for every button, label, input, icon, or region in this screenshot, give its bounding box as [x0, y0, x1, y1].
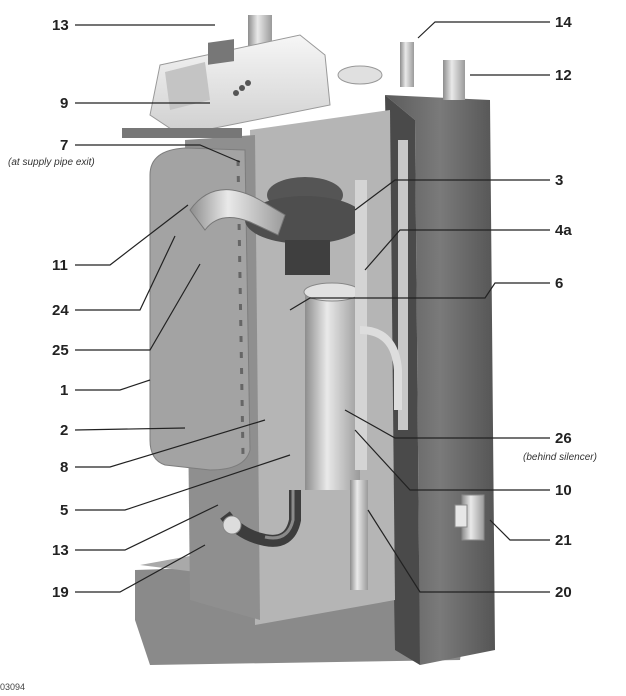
leader-10 — [354, 429, 550, 491]
gas-supply-pipe — [350, 480, 368, 590]
blower-neck — [285, 240, 330, 275]
leader-8 — [75, 419, 266, 468]
callout-12: 12 — [555, 67, 572, 84]
condensate-trap-hi — [264, 490, 295, 540]
loop-pipe — [359, 326, 402, 410]
callout-2: 2 — [60, 422, 68, 439]
leader-7 — [75, 144, 241, 163]
leader-3 — [354, 179, 550, 211]
figure-code: 03094 — [0, 682, 25, 692]
leader-19 — [75, 544, 206, 593]
callout-8: 8 — [60, 459, 68, 476]
leader-2 — [74, 427, 186, 431]
heat-exchanger-shell — [149, 147, 251, 471]
leader-25 — [75, 263, 201, 351]
control-button — [233, 90, 239, 96]
callout-14: 14 — [555, 14, 572, 31]
callout-13-top: 13 — [52, 17, 69, 34]
note-supply-pipe-exit: (at supply pipe exit) — [8, 157, 95, 168]
callout-19: 19 — [52, 584, 69, 601]
top-pipe-14 — [400, 42, 414, 87]
leader-20 — [367, 509, 550, 593]
callout-25: 25 — [52, 342, 69, 359]
callout-3: 3 — [555, 172, 563, 189]
leader-6 — [289, 282, 550, 311]
air-inlet-pipe — [189, 189, 286, 236]
callout-4a: 4a — [555, 222, 572, 239]
callout-26: 26 — [555, 430, 572, 447]
leader-26 — [344, 409, 550, 439]
callout-5: 5 — [60, 502, 68, 519]
flue-collar — [337, 65, 383, 85]
callout-10: 10 — [555, 482, 572, 499]
side-fitting-cap — [454, 504, 468, 528]
leader-21 — [489, 519, 550, 541]
control-mount-plate — [122, 128, 242, 138]
callout-7: 7 — [60, 137, 68, 154]
callout-6: 6 — [555, 275, 563, 292]
boiler-illustration — [122, 15, 495, 665]
callout-9: 9 — [60, 95, 68, 112]
leader-13-bottom — [75, 504, 219, 551]
callout-13-bottom: 13 — [52, 542, 69, 559]
vent-tube — [355, 180, 367, 470]
gas-tube — [398, 140, 408, 430]
callout-1: 1 — [60, 382, 68, 399]
drain-valve — [222, 515, 242, 535]
control-display — [208, 39, 234, 65]
callout-24: 24 — [52, 302, 69, 319]
callout-21: 21 — [555, 532, 572, 549]
leader-11 — [75, 204, 189, 266]
top-pipe-12 — [443, 60, 465, 100]
leader-lines — [74, 21, 550, 593]
leader-4a — [364, 229, 550, 271]
control-button — [239, 85, 245, 91]
control-panel-face — [165, 62, 210, 110]
silencer-pipe — [305, 290, 360, 490]
leader-5 — [75, 454, 291, 511]
leader-24 — [75, 235, 176, 311]
leader-1 — [75, 379, 151, 391]
note-behind-silencer: (behind silencer) — [523, 452, 597, 463]
callout-11: 11 — [52, 257, 68, 274]
control-box — [149, 34, 331, 136]
callout-20: 20 — [555, 584, 572, 601]
callout-labels: 13 14 12 9 7 (at supply pipe exit) 3 4a … — [0, 14, 597, 692]
control-button — [245, 80, 251, 86]
leader-14 — [417, 21, 550, 39]
